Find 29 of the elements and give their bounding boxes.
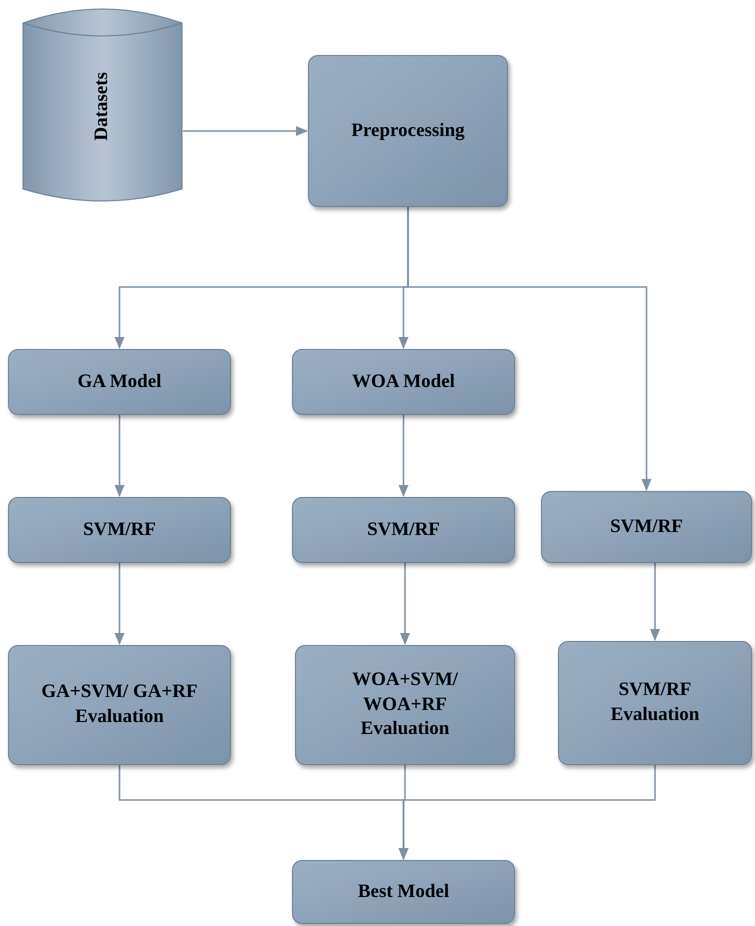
process-box — [308, 55, 508, 207]
node-label: Preprocessing — [351, 118, 465, 143]
process-box — [292, 349, 515, 415]
node-label: WOA+SVM/ WOA+RF Evaluation — [351, 668, 459, 742]
process-box — [8, 497, 231, 563]
process-box — [295, 645, 515, 765]
process-box — [8, 645, 231, 765]
node-label: SVM/RF — [83, 518, 156, 542]
connector-arrow — [400, 563, 410, 645]
node-label: Best Model — [358, 880, 450, 904]
node-label: SVM/RF — [367, 518, 440, 542]
connector-arrow — [650, 563, 660, 641]
node-label: SVM/RF — [610, 514, 683, 539]
node-label: Datasets — [90, 72, 114, 140]
process-box — [292, 860, 515, 924]
process-box — [292, 497, 515, 563]
connector-arrow — [183, 126, 308, 136]
process-box — [541, 491, 752, 563]
node-label: WOA Model — [352, 370, 455, 394]
connector-arrow — [114, 563, 124, 645]
process-box — [558, 641, 752, 765]
process-box — [8, 349, 231, 415]
node-label: GA+SVM/ GA+RF Evaluation — [40, 680, 199, 729]
connector-arrow — [114, 415, 124, 497]
connector-arrow — [398, 765, 656, 860]
connector-arrow — [407, 207, 652, 491]
connector-arrow — [398, 415, 408, 497]
node-label: GA Model — [78, 370, 162, 394]
node-label: SVM/RF Evaluation — [610, 678, 700, 727]
